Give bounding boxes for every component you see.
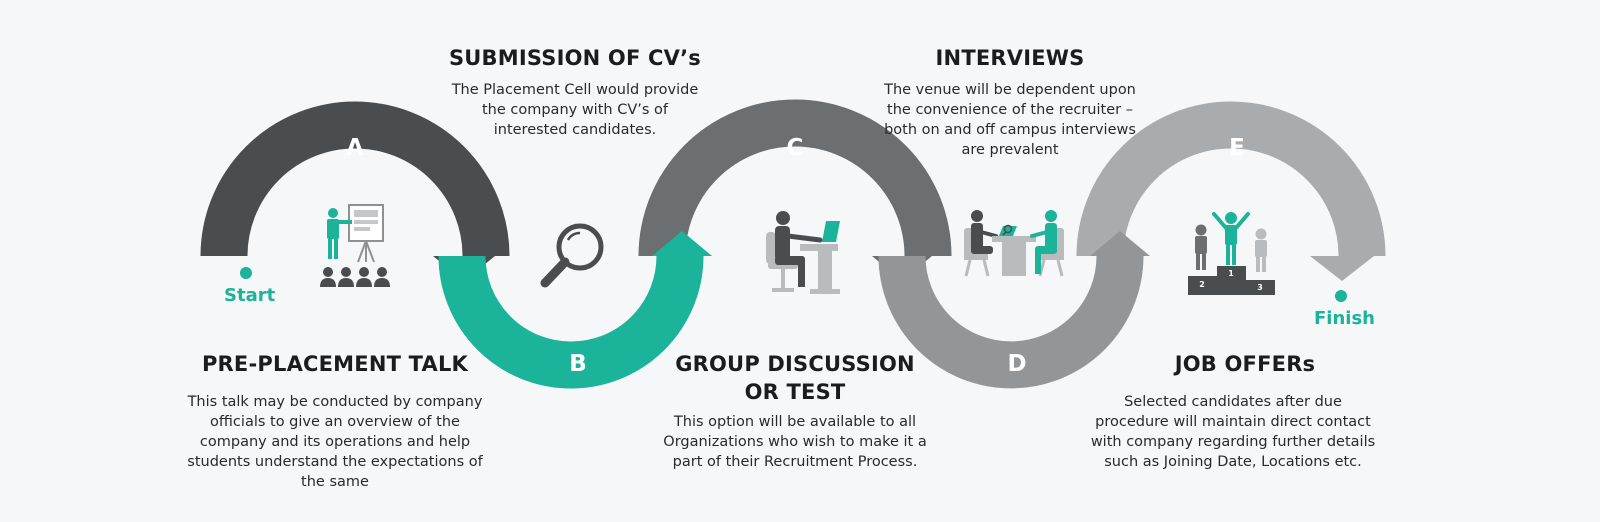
- arc-c-letter: C: [787, 135, 804, 161]
- arc-d: D: [878, 231, 1150, 389]
- magnifier-icon: [540, 223, 604, 288]
- step-c-description: This option will be available to all Org…: [663, 414, 927, 470]
- start-label: Start: [224, 285, 276, 306]
- arc-e-arrowhead: [1310, 256, 1374, 281]
- step-d-description: The venue will be dependent upon the con…: [884, 82, 1136, 158]
- step-a-description: This talk may be conducted by company of…: [187, 394, 483, 490]
- step-e-title: JOB OFFERs: [1174, 352, 1316, 376]
- finish-dot: [1335, 290, 1347, 302]
- podium-second-label: 2: [1199, 280, 1205, 289]
- arc-b-arrowhead: [652, 231, 712, 256]
- step-b-title: SUBMISSION OF CV’s: [448, 46, 701, 70]
- computer-desk-icon: [766, 211, 840, 294]
- arc-e: E: [1076, 101, 1386, 281]
- arc-e-letter: E: [1229, 135, 1245, 161]
- arc-a-letter: A: [346, 135, 364, 161]
- step-c-title: GROUP DISCUSSION OR TEST: [675, 352, 915, 404]
- arc-d-arrowhead: [1090, 231, 1150, 256]
- step-e-description: Selected candidates after due procedure …: [1090, 394, 1376, 470]
- interview-icon: [964, 210, 1064, 277]
- arc-b: B: [438, 231, 712, 389]
- step-b-description: The Placement Cell would provide the com…: [451, 82, 699, 138]
- arc-b-letter: B: [569, 351, 587, 377]
- arc-d-letter: D: [1007, 351, 1026, 377]
- step-d-title: INTERVIEWS: [935, 46, 1085, 70]
- step-a-title: PRE-PLACEMENT TALK: [201, 352, 469, 376]
- finish-label: Finish: [1314, 308, 1375, 329]
- podium-first-label: 1: [1228, 269, 1234, 278]
- podium-third-label: 3: [1257, 283, 1263, 292]
- presentation-icon: [320, 204, 390, 287]
- podium-icon: 2 1 3: [1188, 212, 1275, 295]
- start-dot: [240, 267, 252, 279]
